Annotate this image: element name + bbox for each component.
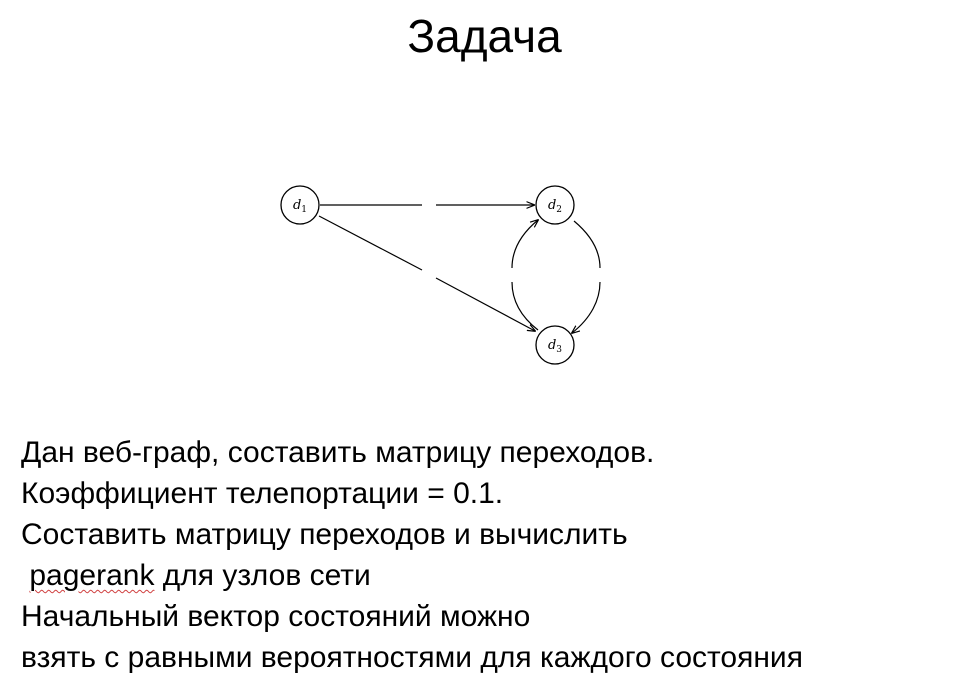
task-line-1: Дан веб-граф, составить матрицу переходо… <box>21 436 655 469</box>
node-d1-letter: d <box>293 198 301 213</box>
node-d2: d2 <box>535 185 575 225</box>
pagerank-word[interactable]: pagerank <box>29 559 155 592</box>
edge-d1-d3 <box>318 215 535 331</box>
slide-title: Задача <box>407 10 562 62</box>
node-d2-sub: 2 <box>556 205 562 215</box>
edge-d3-d2 <box>511 220 538 331</box>
node-d3-letter: d <box>548 338 556 353</box>
svg-text:d3: d3 <box>548 338 562 355</box>
task-line-5: Начальный вектор состояний можно <box>21 600 531 633</box>
task-line-3: Составить матрицу переходов и вычислить <box>21 518 628 551</box>
task-line-4: pagerank для узлов сети <box>21 555 961 596</box>
edge-d2-d3 <box>572 220 601 333</box>
svg-text:d2: d2 <box>548 198 562 215</box>
node-d3: d3 <box>535 325 575 365</box>
node-d1-sub: 1 <box>301 205 307 215</box>
node-d2-letter: d <box>548 198 556 213</box>
task-line-4-rest: для узлов сети <box>154 559 371 592</box>
node-d1: d1 <box>280 185 320 225</box>
web-graph-diagram: d1 d2 d3 <box>280 185 601 365</box>
svg-text:d1: d1 <box>293 198 307 215</box>
task-description: Дан веб-граф, составить матрицу переходо… <box>21 432 961 678</box>
task-line-6: взять с равными вероятностями для каждог… <box>21 641 803 674</box>
task-line-2: Коэффициент телепортации = 0.1. <box>21 477 504 510</box>
node-d3-sub: 3 <box>556 345 562 355</box>
